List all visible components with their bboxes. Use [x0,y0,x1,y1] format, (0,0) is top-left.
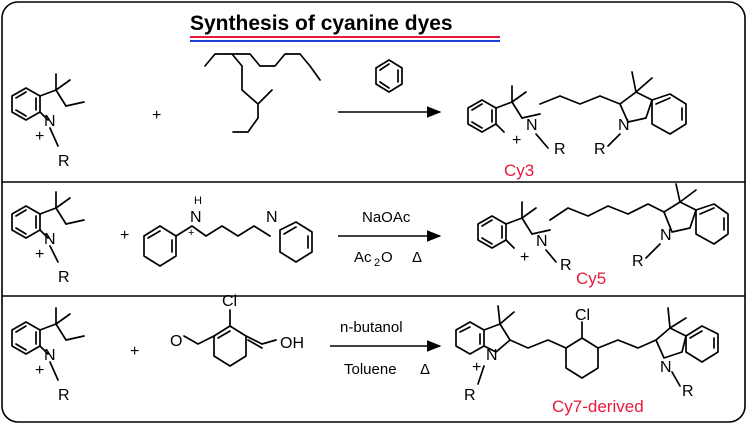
row2-dianil-reactant: N H + N [143,195,313,267]
row1-reaction-arrow [338,59,442,118]
row1-r-group: R [58,153,70,170]
row3-cl-atom: Cl [222,293,237,310]
cy7-n-atom-right: N [660,359,672,376]
row3-oh: OH [280,335,304,352]
cy3-product: N + R N R Cy3 [467,71,687,180]
cy5-plus-charge: + [520,249,529,266]
scheme-title: Synthesis of cyanine dyes [190,12,453,35]
row3-indolium-reactant: N + R [11,307,85,404]
row3-plus-sign: + [130,343,139,360]
row2-plus-charge: + [35,246,44,263]
cy3-r-left: R [554,141,566,158]
cy7-r-right: R [682,383,694,400]
row1-indolium-reactant: N + R [11,73,85,170]
row1-plus-charge: + [35,128,44,145]
cy5-r-right: R [632,253,644,270]
row2-delta: Δ [412,249,422,266]
row2-plus-iminium: + [188,227,194,239]
row2-cond-o: O [381,249,393,266]
cy3-plus-charge: + [512,132,521,149]
row2-indolium-reactant: N + R [11,191,85,286]
cy3-n-atom-right: N [618,117,630,134]
row3-delta: Δ [420,361,430,378]
cy7-label: Cy7-derived [552,397,644,416]
row2-reaction-arrow: NaOAc Ac 2 O Δ [338,209,442,269]
row3-vilsmeier-reactant: Cl O OH [170,293,304,367]
row3-plus-charge: + [35,362,44,379]
cy5-label: Cy5 [576,269,606,288]
cy5-r-left: R [560,257,572,274]
cy3-r-right: R [594,141,606,158]
row2-n-atom: N [44,231,56,248]
row2-cond-ac: Ac [354,249,372,266]
cy7-product: N + R Cl N R Cy7-derived [455,305,719,416]
cy7-n-atom-left: N [486,347,498,364]
cy5-n-atom-right: N [660,227,672,244]
cy7-r-left: R [464,387,476,404]
cy3-n-atom-left: N [526,117,538,134]
cy5-n-atom-left: N [536,233,548,250]
pyridine-icon [375,59,403,93]
cy7-plus-charge: + [472,359,481,376]
cy5-product: N + R N R Cy5 [477,183,729,288]
row3-cond-top: n-butanol [340,319,403,336]
row3-n-atom: N [44,347,56,364]
row2-h-atom: H [194,195,202,207]
row3-aldehyde-o: O [170,333,182,350]
row2-nh-right: N [266,209,278,226]
row3-reaction-arrow: n-butanol Toluene Δ [330,319,442,378]
row3-r-group: R [58,387,70,404]
cy3-label: Cy3 [504,161,534,180]
row3-cond-bottom: Toluene [344,361,397,378]
row1-triethyl-orthoformate [204,53,321,133]
row1-n-atom: N [44,113,56,130]
row2-r-group: R [58,269,70,286]
row1-plus-sign: + [152,107,161,124]
row2-n-left: N [190,209,202,226]
row2-cond-top: NaOAc [362,209,411,226]
row2-cond-sub: 2 [374,257,380,269]
cy7-cl-atom: Cl [575,307,590,324]
row2-plus-sign: + [120,227,129,244]
